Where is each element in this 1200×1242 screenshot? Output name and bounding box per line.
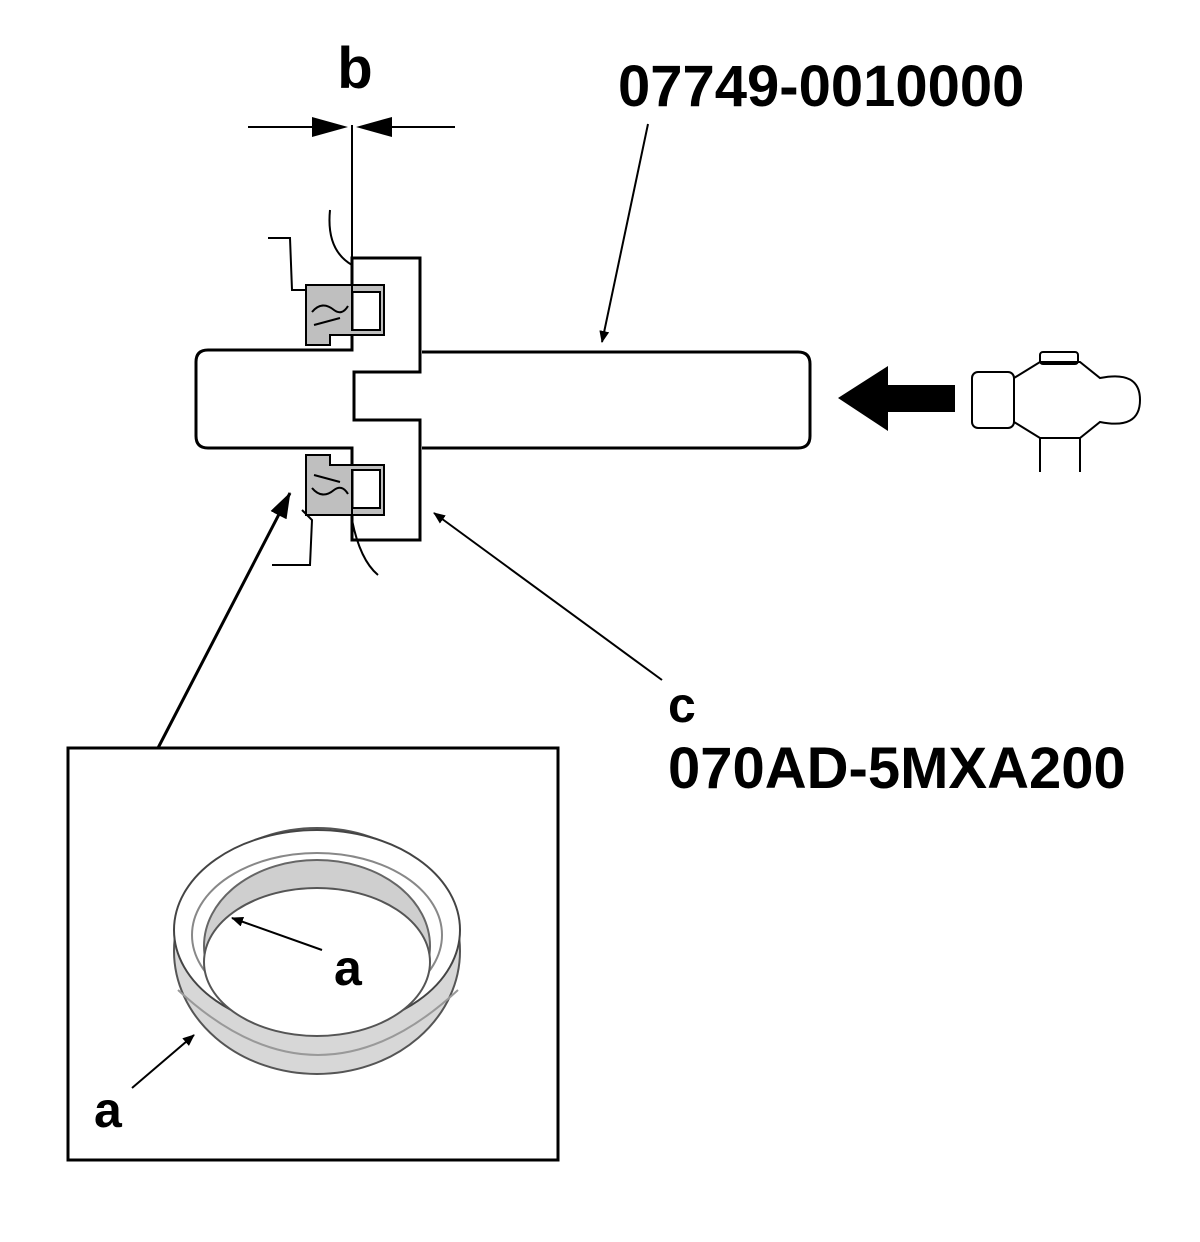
hammer-icon (971, 351, 1142, 472)
attachment-tool (194, 256, 422, 542)
dimension-b: b (248, 36, 455, 262)
label-c: c (668, 677, 696, 733)
oil-seal-ring-detail (173, 827, 461, 1075)
oil-seal-upper (305, 284, 385, 346)
label-part-number-bottom: 070AD-5MXA200 (668, 736, 1126, 801)
oil-seal-lower (305, 454, 385, 516)
detail-view-box: a a (66, 746, 560, 1162)
driver-handle (422, 350, 812, 450)
label-b: b (337, 36, 372, 101)
label-part-number-top: 07749-0010000 (618, 54, 1024, 119)
driving-direction-arrow (838, 366, 955, 431)
housing-contour (268, 209, 379, 576)
label-a-outer: a (94, 1082, 123, 1138)
label-a-inner: a (334, 940, 363, 996)
